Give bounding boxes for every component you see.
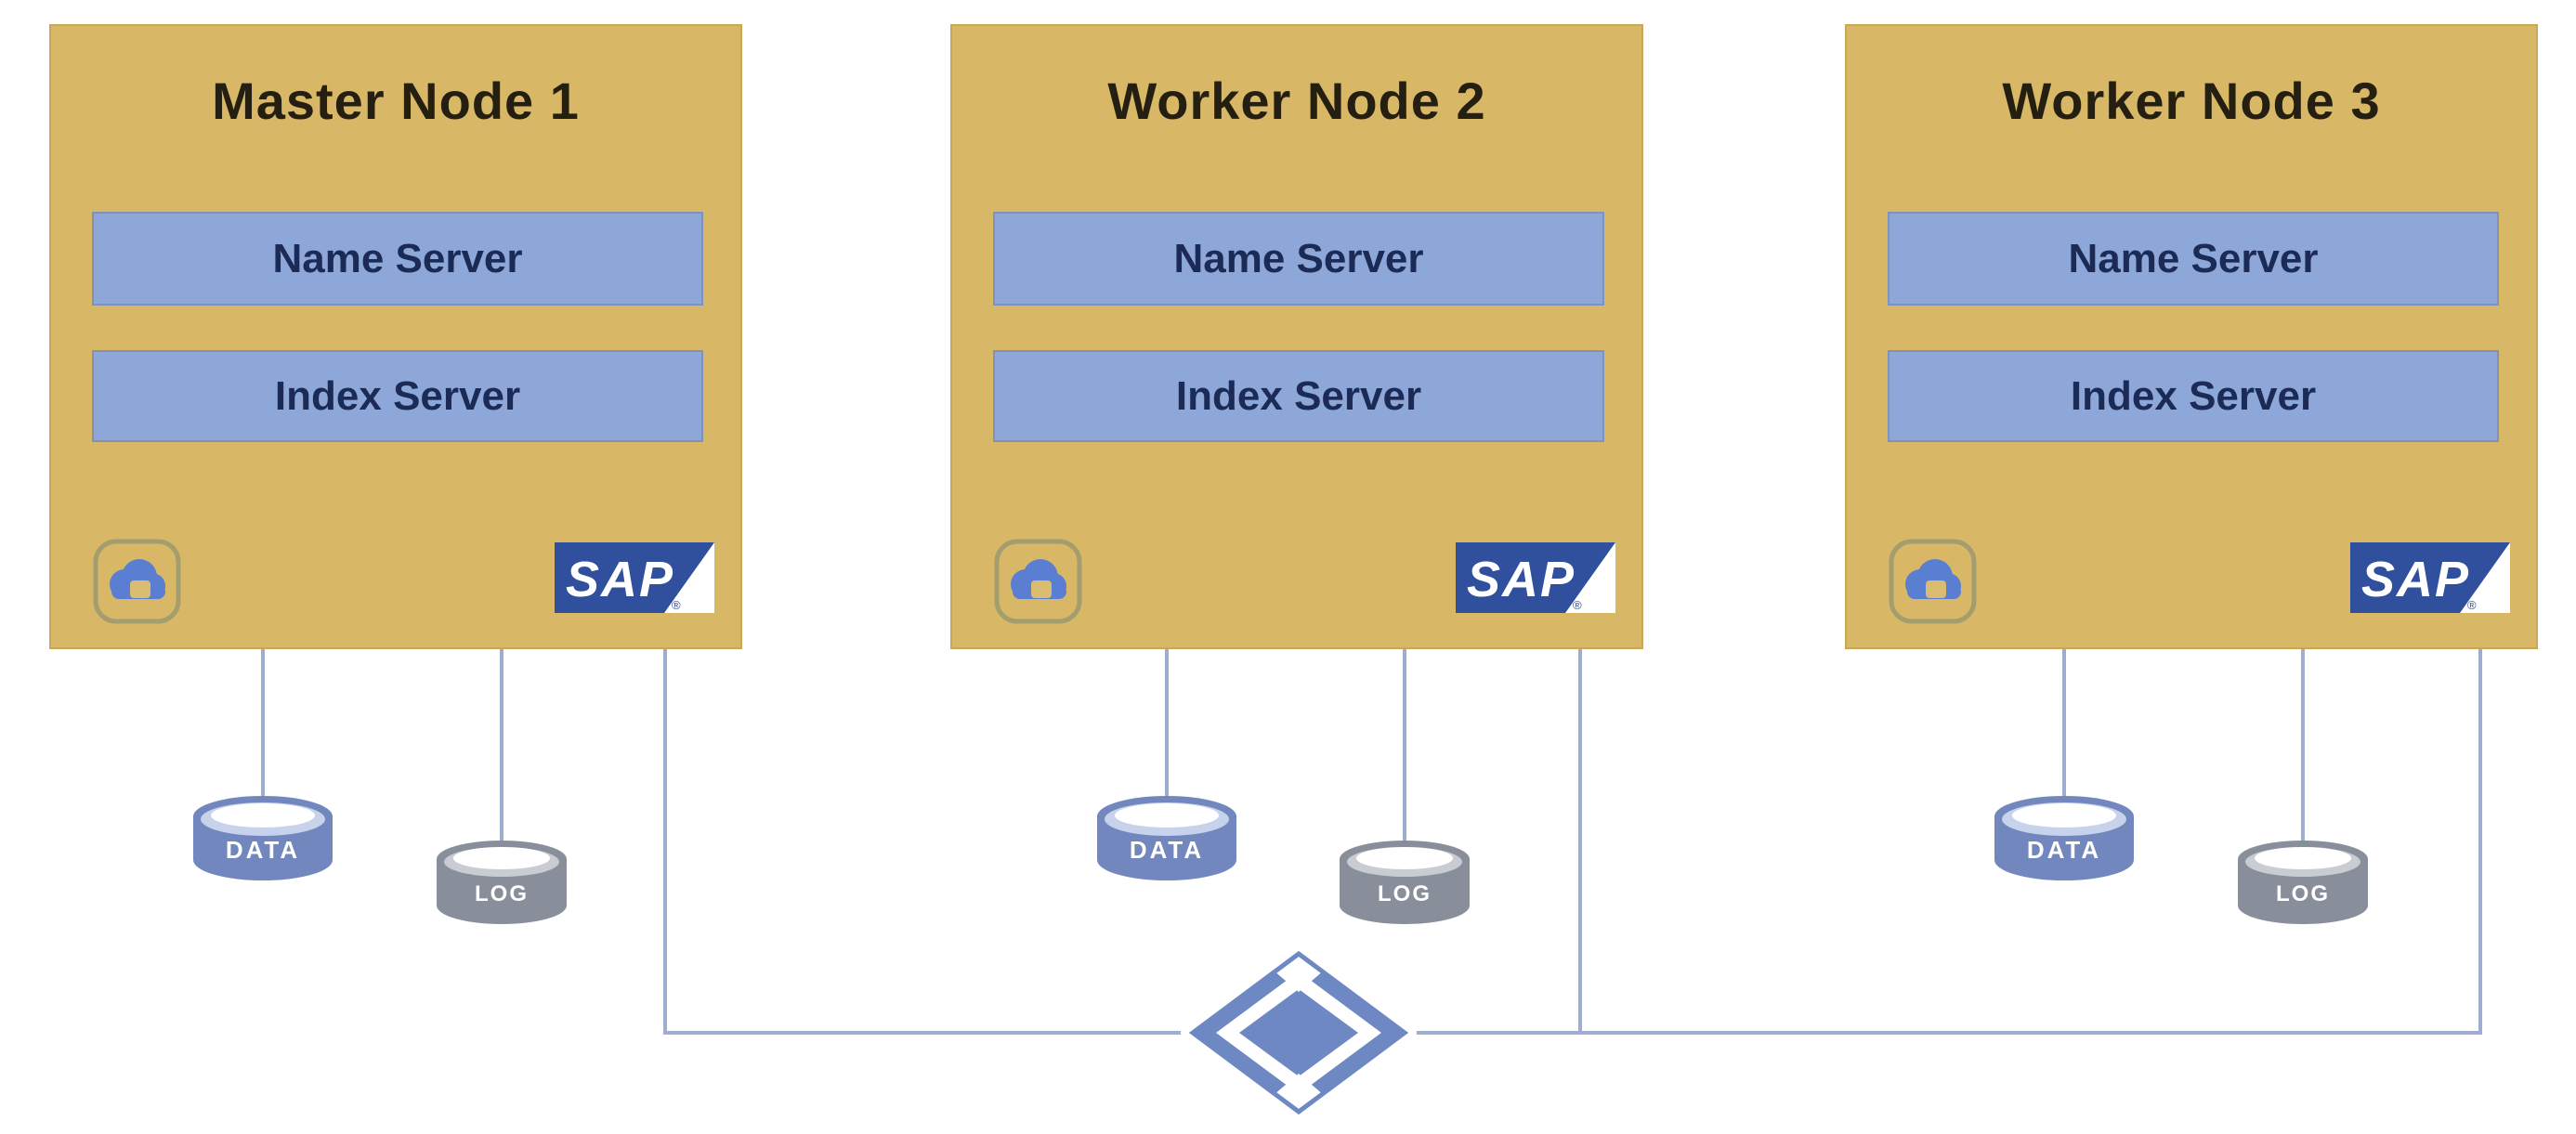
index-server-bar: Index Server: [1888, 350, 2499, 442]
name-server-bar: Name Server: [1888, 212, 2499, 306]
sap-logo: SAP ®: [555, 542, 714, 613]
interconnect-diamond-icon: [1188, 949, 1409, 1116]
cloud-icon: [994, 539, 1082, 624]
name-server-label: Name Server: [272, 235, 523, 281]
index-server-label: Index Server: [1175, 372, 1422, 419]
node-box-worker-node-3: Worker Node 3 Name Server Index Server S…: [1845, 24, 2538, 649]
index-server-label: Index Server: [274, 372, 521, 419]
log-volume-label: LOG: [1378, 881, 1432, 906]
index-server-bar: Index Server: [92, 350, 703, 442]
sap-registered-mark: ®: [2467, 598, 2477, 612]
log-volume-label: LOG: [475, 881, 529, 906]
sap-logo-text: SAP: [1467, 552, 1576, 607]
sap-logo: SAP ®: [2350, 542, 2510, 613]
index-server-label: Index Server: [2070, 372, 2317, 419]
sap-registered-mark: ®: [1573, 598, 1582, 612]
name-server-label: Name Server: [1173, 235, 1424, 281]
node3-interconnect-line: [1417, 649, 2482, 1035]
data-volume-label: DATA: [226, 836, 300, 864]
sap-logo-text: SAP: [2361, 552, 2470, 607]
node-title: Worker Node 2: [1107, 72, 1486, 130]
log-volume-label: LOG: [2276, 881, 2330, 906]
cloud-icon: [93, 539, 181, 624]
node-title: Master Node 1: [212, 72, 580, 130]
sap-logo: SAP ®: [1456, 542, 1615, 613]
node1-interconnect-line: [663, 649, 1181, 1035]
index-server-bar: Index Server: [993, 350, 1604, 442]
name-server-label: Name Server: [2068, 235, 2319, 281]
data-volume-label: DATA: [1130, 836, 1204, 864]
name-server-bar: Name Server: [993, 212, 1604, 306]
cloud-icon: [1889, 539, 1977, 624]
node-box-worker-node-2: Worker Node 2 Name Server Index Server S…: [950, 24, 1643, 649]
data-volume-label: DATA: [2027, 836, 2101, 864]
name-server-bar: Name Server: [92, 212, 703, 306]
node-title: Worker Node 3: [2002, 72, 2381, 130]
sap-registered-mark: ®: [672, 598, 681, 612]
node-box-master-node-1: Master Node 1 Name Server Index Server S…: [49, 24, 742, 649]
sap-logo-text: SAP: [566, 552, 674, 607]
